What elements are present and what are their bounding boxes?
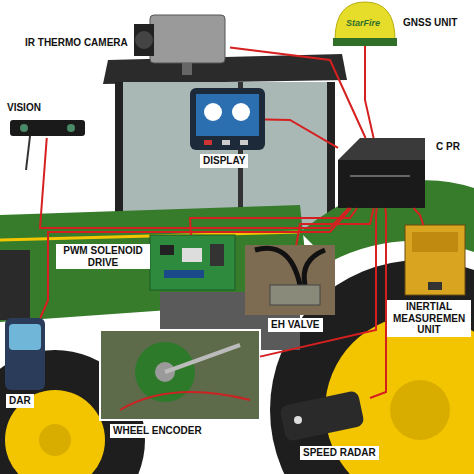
imu-picture [405, 225, 465, 295]
valve-picture [245, 245, 335, 315]
component-label: C PR [432, 140, 464, 154]
gnss-dome-picture [333, 2, 397, 46]
circuit-board-picture [164, 270, 204, 278]
component-box: EH VALVE [245, 245, 335, 315]
display-picture [204, 103, 222, 121]
imu-picture [428, 282, 442, 290]
display-picture [196, 94, 259, 136]
wire-connector [370, 208, 386, 398]
wire-connector [260, 208, 377, 357]
component-label: DAR [6, 394, 34, 408]
wire-connector [365, 46, 374, 138]
tractor-illustration [39, 424, 71, 456]
circuit-board-picture [150, 235, 235, 290]
circuit-board-picture [210, 244, 224, 266]
component-label: GNSS UNIT [400, 16, 460, 30]
component-box: INERTIAL MEASUREMEN UNIT [405, 225, 465, 295]
display-picture [204, 140, 212, 145]
display-picture [190, 88, 265, 150]
valve-picture [304, 250, 325, 285]
display-picture [232, 103, 250, 121]
component-box: DAR [5, 318, 45, 390]
vision-camera-picture [10, 120, 85, 136]
display-picture [240, 140, 248, 145]
vision-camera-picture [20, 124, 28, 132]
tractor-illustration [5, 390, 105, 474]
camera-picture [150, 15, 225, 63]
computer-picture [338, 138, 425, 208]
valve-picture [245, 245, 335, 315]
wheel-encoder-picture [165, 345, 240, 372]
component-box: DISPLAY [190, 88, 265, 150]
computer-picture [338, 160, 425, 208]
component-box: SPEED RADAR [275, 392, 370, 440]
component-box: C PR [338, 138, 425, 208]
circuit-board-picture [160, 245, 174, 255]
lidar-picture [9, 324, 41, 350]
component-label: IR THERMO CAMERA [22, 36, 131, 50]
brand-label: StarFire [346, 18, 380, 28]
tractor-illustration [0, 250, 30, 320]
wire-connector [414, 208, 424, 225]
component-label: VISION [4, 101, 44, 115]
tractor-illustration [390, 380, 450, 440]
camera-picture [182, 63, 192, 75]
camera-picture [134, 15, 225, 75]
component-box: VISION [10, 118, 85, 138]
component-label: WHEEL ENCODER [110, 424, 205, 438]
camera-picture [135, 31, 153, 49]
tractor-illustration [115, 82, 123, 232]
component-box: PWM SOLENOID DRIVE [150, 235, 235, 290]
speed-radar-picture [279, 390, 365, 442]
display-picture [190, 88, 265, 150]
wheel-encoder-picture [120, 392, 250, 410]
wire-connector [265, 120, 338, 148]
component-label: DISPLAY [200, 154, 248, 168]
display-picture [222, 140, 230, 145]
component-label: PWM SOLENOID DRIVE [56, 244, 150, 269]
component-box: IR THERMO CAMERA [132, 8, 230, 75]
component-label: EH VALVE [268, 318, 323, 332]
circuit-board-picture [150, 235, 235, 290]
imu-picture [412, 232, 458, 252]
component-label: INERTIAL MEASUREMEN UNIT [387, 300, 471, 337]
wheel-encoder-picture [100, 330, 260, 420]
vision-camera-picture [67, 124, 75, 132]
vision-camera-picture [26, 136, 30, 170]
component-box: WHEEL ENCODER [100, 330, 260, 420]
circuit-board-picture [182, 248, 202, 262]
lidar-picture [5, 318, 45, 390]
computer-picture [350, 175, 410, 177]
camera-picture [134, 24, 154, 56]
wire-connector [40, 208, 351, 318]
speed-radar-picture [294, 416, 302, 424]
computer-picture [338, 138, 425, 160]
gnss-dome-picture [333, 38, 397, 46]
valve-picture [255, 248, 300, 285]
lidar-picture [5, 318, 45, 390]
wire-connector [40, 138, 349, 228]
speed-radar-picture [279, 390, 365, 442]
valve-picture [270, 285, 320, 305]
gnss-dome-picture [335, 2, 395, 40]
vision-camera-picture [10, 120, 85, 170]
component-label: SPEED RADAR [300, 446, 379, 460]
wheel-encoder-picture [100, 330, 260, 420]
imu-picture [405, 225, 465, 295]
